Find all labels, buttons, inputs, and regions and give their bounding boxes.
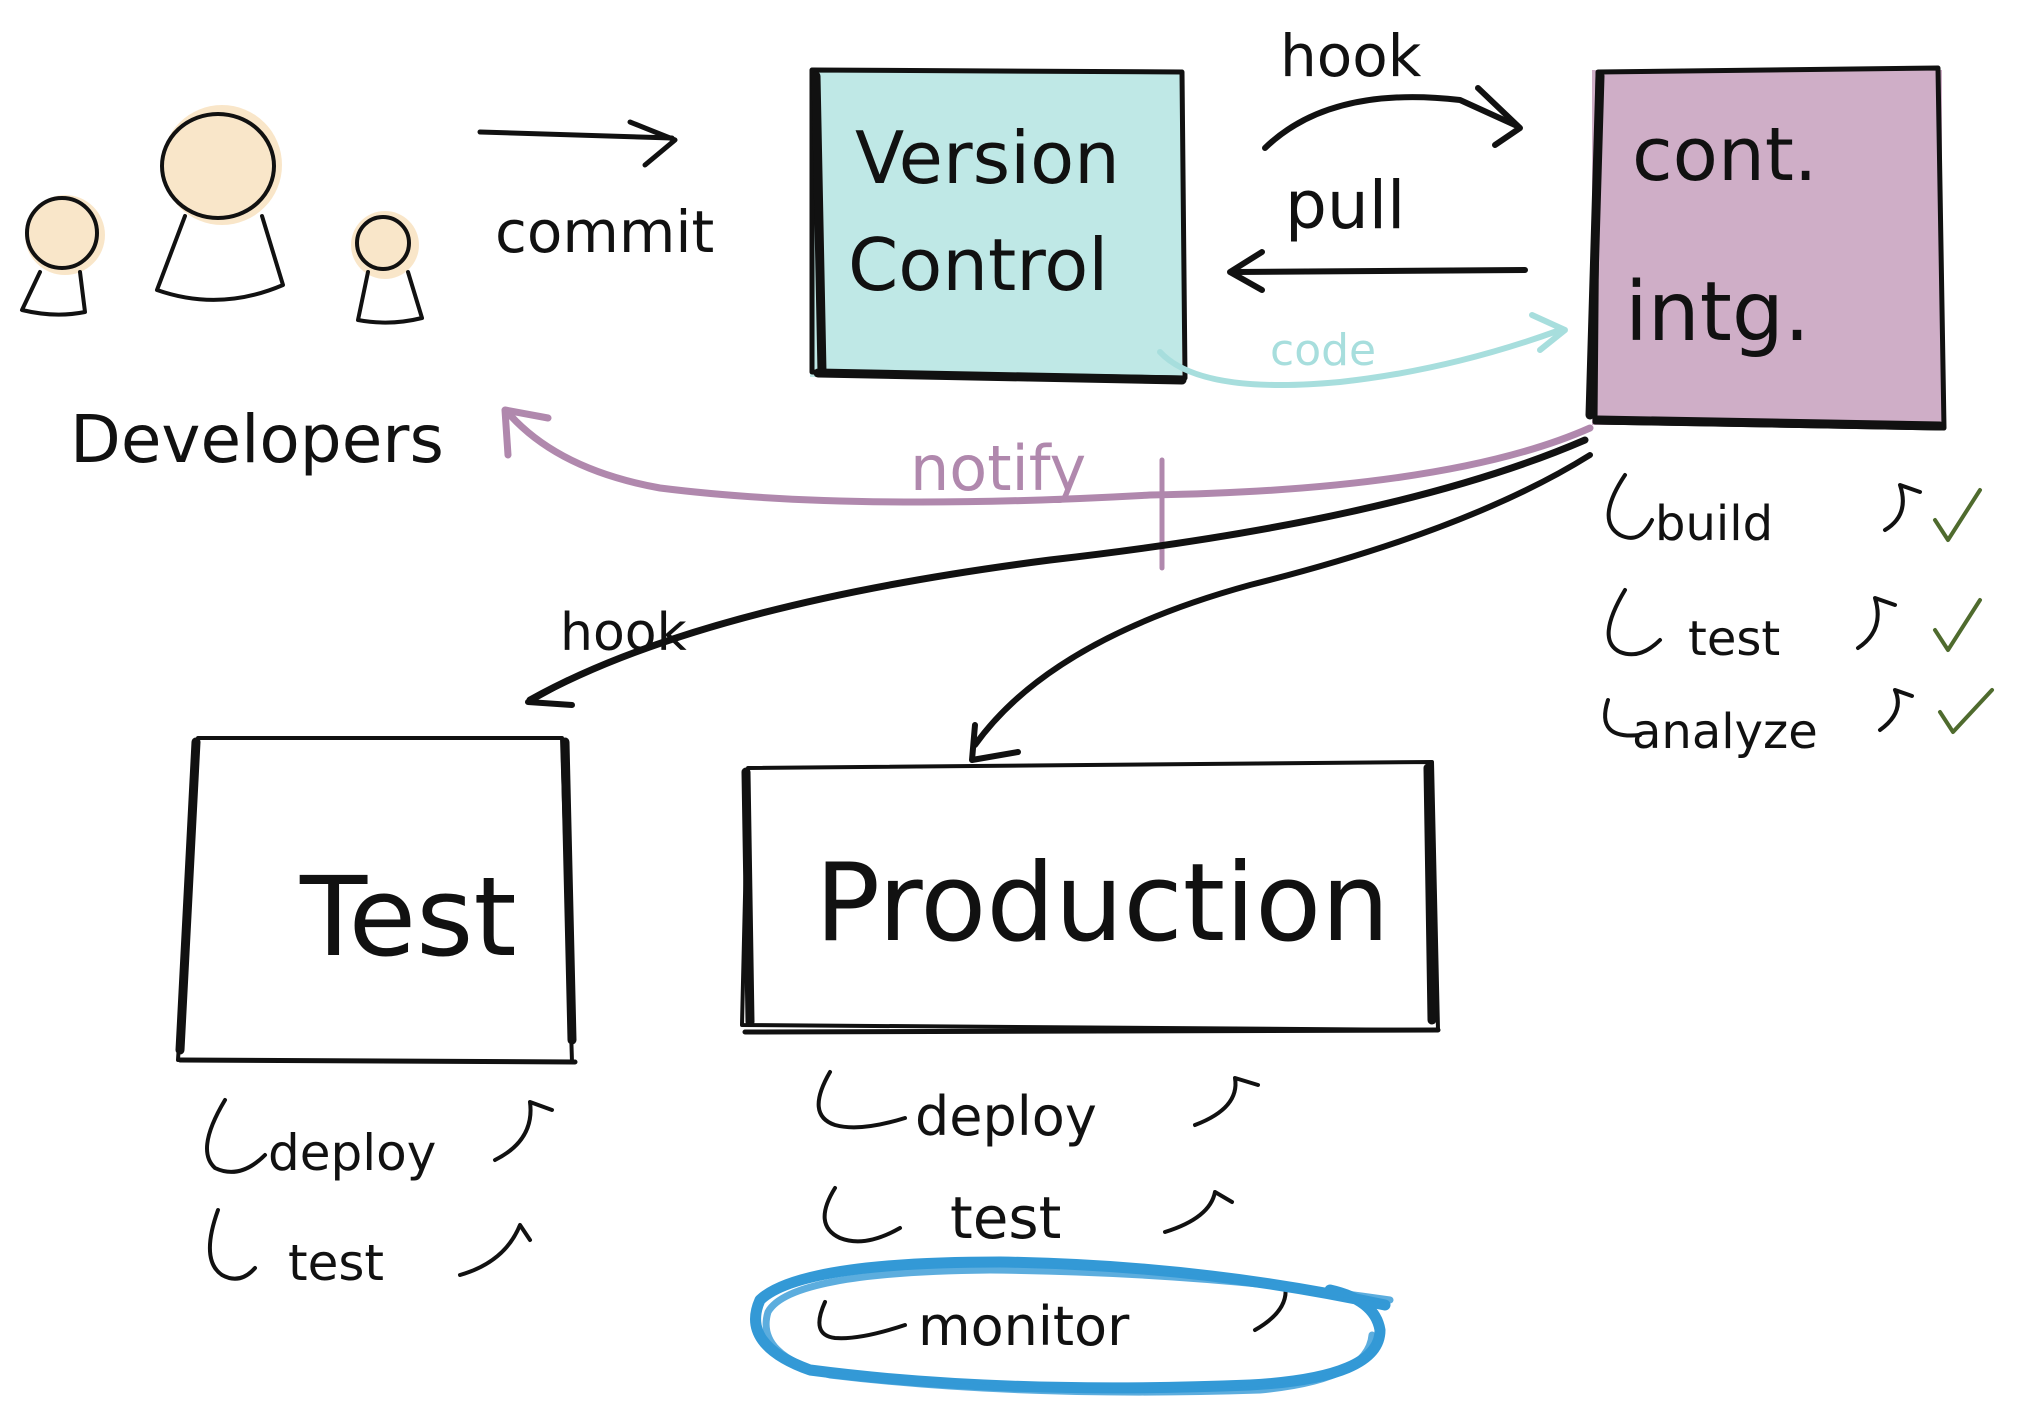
code-edge: code: [1157, 312, 1568, 388]
version-control-node: Version Control: [809, 67, 1188, 385]
pull-edge: pull: [1227, 167, 1528, 293]
loop-arrow-icon: [1193, 1076, 1260, 1127]
ci-steps: build test analyze: [1603, 473, 1994, 760]
check-icon: [1933, 488, 1982, 542]
production-env-steps: deploy test monitor: [750, 1070, 1394, 1396]
loop-arrow-icon: [817, 1300, 907, 1341]
loop-arrow-icon: [1606, 473, 1654, 540]
ci-line2: intg.: [1625, 265, 1810, 360]
loop-arrow-icon: [1883, 483, 1922, 532]
production-step-deploy: deploy: [816, 1070, 1260, 1148]
developers-label: Developers: [70, 401, 444, 478]
test-step-label: test: [288, 1234, 384, 1292]
notify-edge: notify: [501, 406, 1594, 571]
loop-arrow-icon: [1603, 698, 1642, 738]
hook-top-edge: hook: [1262, 22, 1523, 151]
developers-group: Developers: [20, 105, 444, 478]
test-env-steps: deploy test: [205, 1098, 554, 1292]
check-icon: [1938, 688, 1994, 734]
test-step-test: test: [207, 1208, 532, 1292]
loop-arrow-icon: [816, 1070, 907, 1130]
pull-label: pull: [1285, 167, 1405, 244]
ci-step-label: build: [1655, 496, 1773, 552]
ci-line1: cont.: [1632, 112, 1817, 198]
loop-arrow-icon: [493, 1100, 554, 1162]
production-step-monitor: monitor: [817, 1283, 1317, 1358]
version-control-line2: Control: [848, 223, 1108, 307]
test-step-deploy: deploy: [205, 1098, 554, 1182]
ci-node: cont. intg.: [1585, 65, 1947, 431]
ci-step-build: build: [1606, 473, 1982, 552]
loop-arrow-icon: [1163, 1190, 1234, 1234]
commit-label: commit: [495, 198, 714, 266]
test-step-label: deploy: [268, 1124, 436, 1182]
ci-step-label: analyze: [1632, 704, 1818, 760]
check-icon: [1933, 598, 1982, 652]
hook-top-label: hook: [1280, 22, 1422, 90]
test-env-node: Test: [175, 736, 578, 1065]
developer-figure-icon: [155, 105, 285, 302]
hook-bottom-edge: hook: [525, 436, 1589, 708]
production-env-node: Production: [740, 760, 1441, 1035]
loop-arrow-icon: [822, 1186, 902, 1244]
developer-figure-icon: [20, 195, 105, 317]
test-env-label: Test: [299, 853, 517, 981]
code-label: code: [1270, 325, 1376, 376]
loop-arrow-icon: [207, 1208, 257, 1281]
production-step-label: test: [950, 1184, 1061, 1252]
ci-step-label: test: [1688, 611, 1780, 667]
ci-step-test: test: [1606, 588, 1982, 667]
hook-bottom-label: hook: [560, 603, 687, 663]
loop-arrow-icon: [1856, 596, 1897, 650]
loop-arrow-icon: [1878, 688, 1914, 732]
production-step-label: monitor: [918, 1295, 1130, 1358]
monitor-highlight: [750, 1256, 1394, 1396]
version-control-line1: Version: [855, 116, 1120, 200]
production-step-test: test: [822, 1184, 1234, 1252]
ci-step-analyze: analyze: [1603, 688, 1994, 760]
ci-to-production-edge: [969, 452, 1593, 763]
commit-edge: commit: [477, 119, 714, 266]
production-step-label: deploy: [915, 1085, 1097, 1148]
loop-arrow-icon: [458, 1223, 532, 1277]
loop-arrow-icon: [205, 1098, 267, 1174]
loop-arrow-icon: [1606, 588, 1662, 657]
developer-figure-icon: [351, 211, 424, 325]
notify-label: notify: [910, 432, 1086, 505]
production-env-label: Production: [815, 841, 1390, 966]
